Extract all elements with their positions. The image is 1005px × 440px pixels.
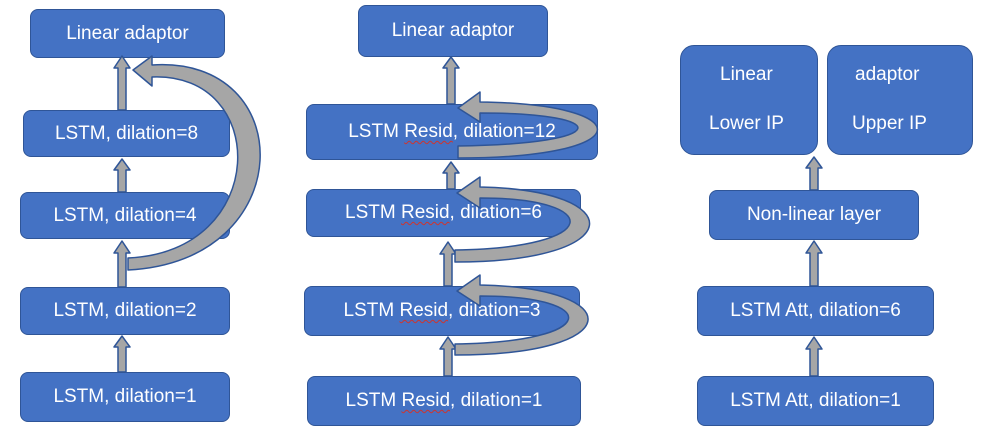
linear-lower-ip-box: Linear Lower IP: [680, 45, 818, 155]
left-lstm-dilation-8-label: LSTM, dilation=8: [54, 122, 199, 144]
middle-lstm-resid-dilation-1-box: LSTM Resid, dilation=1: [307, 376, 581, 426]
up-arrow: [439, 336, 457, 377]
up-arrow: [113, 335, 131, 373]
non-linear-layer-box: Non-linear layer: [709, 190, 919, 240]
adaptor-label: adaptor: [855, 64, 920, 85]
middle-lstm-resid-dilation-12-box: LSTM Resid, dilation=12: [306, 104, 598, 160]
left-lstm-dilation-2-label: LSTM, dilation=2: [53, 300, 197, 321]
up-arrow: [442, 56, 460, 105]
middle-lstm-resid-dilation-12-label: LSTM Resid, dilation=12: [348, 121, 556, 142]
upper-ip-label: Upper IP: [852, 113, 927, 134]
middle-lstm-resid-dilation-1-label: LSTM Resid, dilation=1: [345, 390, 543, 411]
up-arrow: [113, 158, 131, 193]
left-linear-adaptor-label: Linear adaptor: [66, 22, 189, 44]
linear-label: Linear: [720, 64, 773, 85]
left-lstm-dilation-1-box: LSTM, dilation=1: [20, 372, 230, 422]
left-lstm-dilation-1-label: LSTM, dilation=1: [53, 386, 197, 407]
up-arrow: [113, 240, 131, 288]
left-linear-adaptor-box: Linear adaptor: [30, 9, 225, 58]
middle-linear-adaptor-box: Linear adaptor: [358, 5, 548, 57]
up-arrow: [442, 161, 460, 190]
up-arrow: [113, 55, 131, 111]
up-arrow: [805, 336, 823, 377]
middle-lstm-resid-dilation-6-label: LSTM Resid, dilation=6: [345, 202, 542, 223]
middle-lstm-resid-dilation-6-box: LSTM Resid, dilation=6: [306, 189, 581, 237]
middle-lstm-resid-dilation-3-box: LSTM Resid, dilation=3: [304, 286, 580, 336]
left-lstm-dilation-4-label: LSTM, dilation=4: [53, 204, 197, 226]
lstm-att-dilation-6-label: LSTM Att, dilation=6: [730, 300, 901, 321]
up-arrow: [805, 156, 823, 191]
left-lstm-dilation-2-box: LSTM, dilation=2: [20, 287, 230, 335]
left-lstm-dilation-4-box: LSTM, dilation=4: [20, 192, 230, 239]
up-arrow: [805, 240, 823, 287]
middle-linear-adaptor-label: Linear adaptor: [391, 20, 515, 41]
lower-ip-label: Lower IP: [709, 113, 784, 134]
lstm-att-dilation-1-label: LSTM Att, dilation=1: [730, 390, 901, 411]
lstm-att-dilation-1-box: LSTM Att, dilation=1: [697, 376, 934, 426]
non-linear-layer-label: Non-linear layer: [746, 204, 882, 225]
left-lstm-dilation-8-box: LSTM, dilation=8: [23, 110, 230, 157]
middle-lstm-resid-dilation-3-label: LSTM Resid, dilation=3: [343, 300, 541, 321]
adaptor-upper-ip-box: adaptor Upper IP: [827, 45, 973, 155]
up-arrow: [439, 241, 457, 287]
lstm-att-dilation-6-box: LSTM Att, dilation=6: [697, 286, 934, 336]
